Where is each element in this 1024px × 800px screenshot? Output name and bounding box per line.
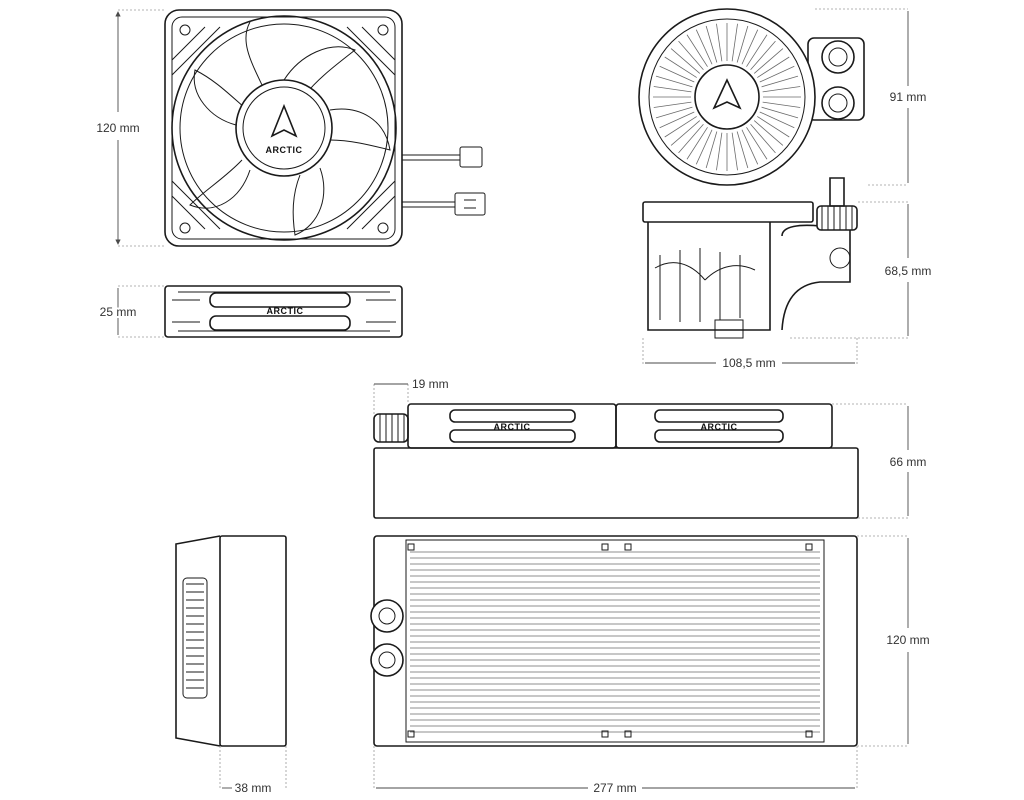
dimension-radiator-thickness: 38 mm — [219, 746, 287, 795]
pump-fin — [761, 75, 799, 88]
pump-fin — [746, 34, 768, 67]
pump-fin — [653, 86, 692, 93]
pump-fin — [746, 127, 768, 160]
pump-fin — [750, 123, 776, 154]
dimension-pump-height: 91 mm — [815, 8, 927, 186]
assembly-height-label: 66 mm — [890, 455, 927, 469]
pump-width-label: 108,5 mm — [722, 356, 775, 370]
pump-fin — [705, 131, 718, 169]
dimension-fan-thickness: 25 mm — [98, 285, 165, 338]
radiator-height-label: 120 mm — [886, 633, 929, 647]
fan-hub-logo-text: ARCTIC — [266, 145, 303, 155]
pump-fin — [753, 48, 784, 74]
radiator-front-view — [370, 535, 858, 747]
pump-fin — [762, 86, 801, 93]
pump-fin — [659, 111, 695, 129]
dimension-radiator-length: 277 mm — [373, 746, 858, 795]
radiator-thickness-label: 38 mm — [235, 781, 272, 795]
dimension-fitting-offset: 19 mm — [373, 377, 449, 414]
pump-fin — [705, 25, 718, 63]
dimension-fan-height: 120 mm — [96, 9, 165, 247]
pump-fin — [686, 34, 708, 67]
pump-fin — [761, 106, 799, 119]
pump-fin — [716, 23, 723, 62]
pump-fin — [695, 29, 713, 65]
pump-fin — [736, 25, 749, 63]
pump-fin — [759, 65, 795, 83]
pump-fin — [686, 127, 708, 160]
pump-fin — [750, 40, 776, 71]
pump-fin — [655, 75, 693, 88]
fan-front-view: ARCTIC — [164, 9, 486, 247]
pump-depth-label: 68,5 mm — [885, 264, 932, 278]
pump-fin — [678, 123, 704, 154]
pump-fin — [741, 29, 759, 65]
fan-side-view: ARCTIC — [164, 285, 403, 338]
fan-side-logo-text: ARCTIC — [267, 306, 304, 316]
dimension-pump-width: 108,5 mm — [642, 338, 858, 370]
pump-fin — [762, 101, 801, 108]
radiator-fan1-logo-text: ARCTIC — [494, 422, 531, 432]
fitting-offset-label: 19 mm — [412, 377, 449, 391]
pump-fin — [741, 129, 759, 165]
pump-height-label: 91 mm — [890, 90, 927, 104]
pump-fin — [736, 131, 749, 169]
radiator-fan2-logo-text: ARCTIC — [701, 422, 738, 432]
pump-fin — [731, 132, 738, 171]
radiator-end-view — [175, 535, 287, 747]
pump-top-view — [638, 8, 865, 186]
pump-fin — [716, 132, 723, 171]
pump-fin — [664, 56, 697, 78]
pump-fin — [655, 106, 693, 119]
pump-side-view — [642, 177, 858, 339]
pump-fin — [757, 116, 790, 138]
dimension-assembly-height: 66 mm — [832, 403, 927, 519]
dimension-pump-depth: 68,5 mm — [790, 201, 932, 339]
pump-fin — [757, 56, 790, 78]
pump-fin — [753, 120, 784, 146]
pump-fin — [670, 48, 701, 74]
pump-fin — [653, 101, 692, 108]
pump-fin — [659, 65, 695, 83]
pump-fin — [759, 111, 795, 129]
pump-fin — [664, 116, 697, 138]
pump-fin — [678, 40, 704, 71]
radiator-assembly-side-view: ARCTIC ARCTIC — [373, 403, 859, 519]
pump-fin — [695, 129, 713, 165]
fan-height-label: 120 mm — [96, 121, 139, 135]
pump-fin — [731, 23, 738, 62]
dimension-radiator-height: 120 mm — [857, 535, 930, 747]
fan-thickness-label: 25 mm — [100, 305, 137, 319]
radiator-length-label: 277 mm — [593, 781, 636, 795]
pump-fin — [670, 120, 701, 146]
